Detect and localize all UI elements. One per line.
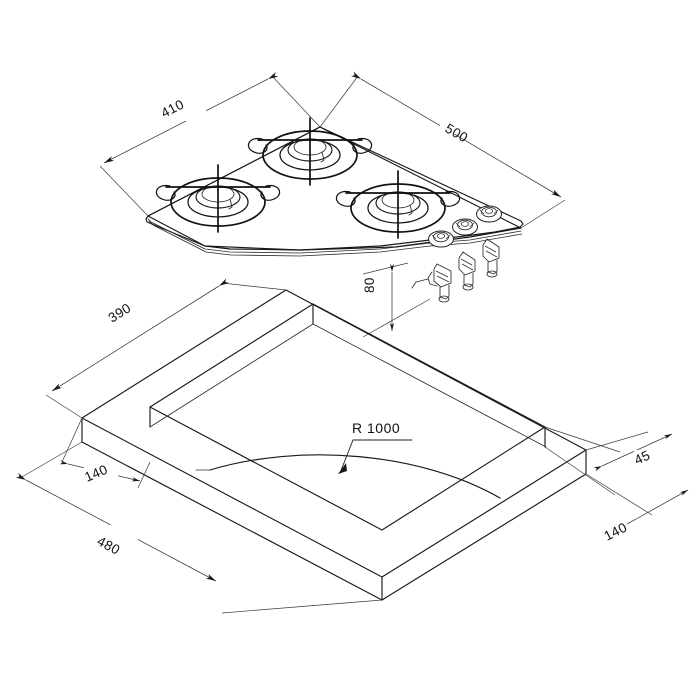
- dimension-80: 80: [357, 262, 431, 338]
- dimension-140-left: 140: [59, 417, 151, 489]
- worktop-cutout-view: R 1000 390 140: [15, 278, 689, 614]
- radius-callout-label: R 1000: [352, 420, 400, 436]
- dimension-410: 410: [99, 72, 321, 217]
- control-knob-2[interactable]: [452, 218, 478, 236]
- dimension-140-right: 140: [544, 446, 689, 544]
- hob-isometric-view: 410 500: [99, 71, 566, 338]
- dimension-80-label: 80: [362, 277, 377, 293]
- burner-left: [155, 164, 281, 233]
- control-knob-1[interactable]: [476, 205, 502, 223]
- gas-valve-1: [482, 238, 500, 278]
- dimension-390: 390: [45, 278, 287, 419]
- dimension-500: 500: [319, 71, 566, 229]
- radius-callout-r1000: R 1000: [338, 420, 413, 474]
- dimension-45-label: 45: [632, 447, 653, 467]
- control-knob-3[interactable]: [428, 230, 454, 248]
- worktop-slab: [81, 289, 587, 601]
- hob-top-plate: [145, 126, 524, 257]
- burner-rear: [247, 117, 373, 186]
- gas-valve-3: [433, 263, 452, 303]
- gas-valve-2: [458, 251, 476, 291]
- dimension-45: 45: [544, 426, 673, 472]
- burner-right: [335, 170, 461, 239]
- dimension-480: 480: [15, 441, 383, 614]
- cutout-radius-edge: [195, 454, 501, 499]
